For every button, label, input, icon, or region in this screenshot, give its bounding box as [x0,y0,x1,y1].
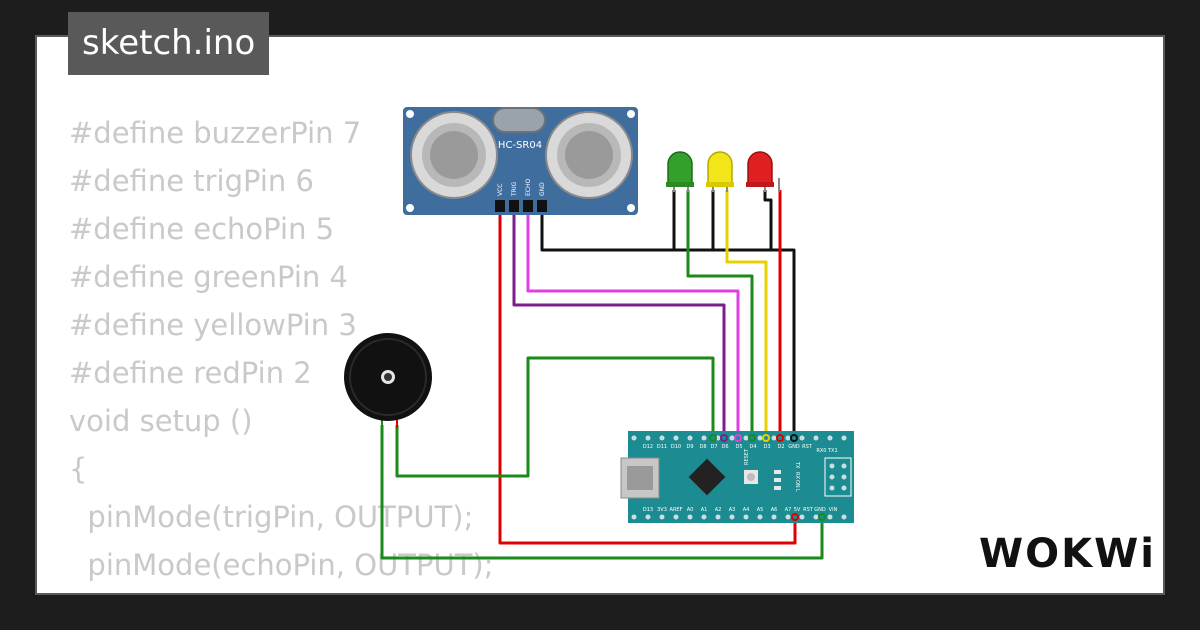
led-label-tx: TX [794,461,800,469]
pin-label-a0: A0 [687,507,694,513]
code-line: #define greenPin 4 [69,260,348,294]
led-yellow [706,151,734,192]
wire-echo [526,215,740,440]
code-line: #define buzzerPin 7 [69,116,362,150]
pin-label-d11: D11 [657,444,667,450]
wire-endpoints [709,434,826,521]
pin-label-gnd-bottom: GND [814,507,826,513]
code-line: pinMode(trigPin, OUTPUT); [69,500,474,534]
arduino-top-pin-labels: D12 D11 D10 D9 D8 D7 D6 D5 D4 D3 D2 GND … [643,444,813,450]
wokwi-logo-text: WOKWi [979,531,1155,577]
pin-label-d5: D5 [735,444,742,450]
pin-label-d9: D9 [686,444,693,450]
pin-label-5v: 5V [794,507,801,513]
sensor-label: HC-SR04 [498,140,542,151]
ultrasonic-sensor: HC-SR04 VCC TRIG ECHO GND [403,107,638,215]
pin-label-vin: VIN [829,507,838,513]
sensor-pin-echo: ECHO [525,179,532,196]
code-line: #define redPin 2 [69,356,312,390]
pin-label-rst-bottom: RST [803,507,814,513]
led-label-on: ON [794,480,800,488]
pin-label-d12: D12 [643,444,653,450]
rx-tx-label: RX0 TX1 [816,448,837,454]
code-line: #define yellowPin 3 [69,308,357,342]
arduino-bottom-pin-labels: D13 3V3 AREF A0 A1 A2 A3 A4 A5 A6 A7 5V … [643,507,838,513]
sensor-pin-vcc: VCC [497,184,504,196]
code-line: pinMode(echoPin, OUTPUT); [69,548,494,582]
sensor-transducer-left [410,111,498,199]
pin-label-d13: D13 [643,507,653,513]
wire-trig [512,215,726,440]
pin-label-a3: A3 [729,507,736,513]
pin-label-a5: A5 [757,507,764,513]
led-label-rx: RX [794,472,800,479]
led-red [746,151,780,192]
reset-label: RESET [744,448,750,465]
sensor-transducer-right [545,111,633,199]
pin-label-d3: D3 [763,444,770,450]
sensor-pin-trig: TRIG [511,181,518,197]
wire-green-led [686,190,754,440]
sensor-pin-gnd: GND [539,182,546,196]
pin-label-aref: AREF [670,507,683,513]
pin-label-d8: D8 [699,444,706,450]
wire-yellow-led [725,190,768,440]
reset-button [744,470,758,484]
arduino-bottom-pin-holes [631,514,847,520]
wire-vcc [498,215,797,545]
code-background: #define buzzerPin 7 #define trigPin 6 #def… [69,109,494,593]
pin-label-3v3: 3V3 [657,507,667,513]
wire-led-gnd-red [763,190,773,250]
wire-gnd [540,215,796,440]
pin-label-d6: D6 [721,444,728,450]
led-label-l: L [794,489,800,492]
pin-label-a6: A6 [771,507,778,513]
file-tab[interactable]: sketch.ino [68,12,270,75]
usb-connector [620,457,660,499]
arduino-nano: D12 D11 D10 D9 D8 D7 D6 D5 D4 D3 D2 GND … [620,431,854,523]
code-line: { [69,452,88,486]
pin-label-rst-top: RST [802,444,813,450]
code-line: #define trigPin 6 [69,164,314,198]
wire-buzzer-signal [395,356,715,478]
code-line: #define echoPin 5 [69,212,335,246]
pin-label-a2: A2 [715,507,722,513]
pin-label-a4: A4 [743,507,750,513]
pin-label-d7: D7 [710,444,717,450]
pin-label-d2: D2 [777,444,784,450]
led-green [666,151,694,192]
pin-label-d10: D10 [671,444,681,450]
pin-label-gnd-top: GND [788,444,800,450]
wokwi-logo: WOKWi [979,531,1155,577]
microcontroller-chip [688,458,726,496]
status-leds [774,470,781,490]
pin-label-d4: D4 [749,444,756,450]
icsp-header [824,457,852,497]
pin-label-a7: A7 [785,507,792,513]
code-line: void setup () [69,404,253,438]
pin-label-a1: A1 [701,507,708,513]
buzzer [344,333,432,428]
wire-buzzer-gnd [380,425,824,560]
